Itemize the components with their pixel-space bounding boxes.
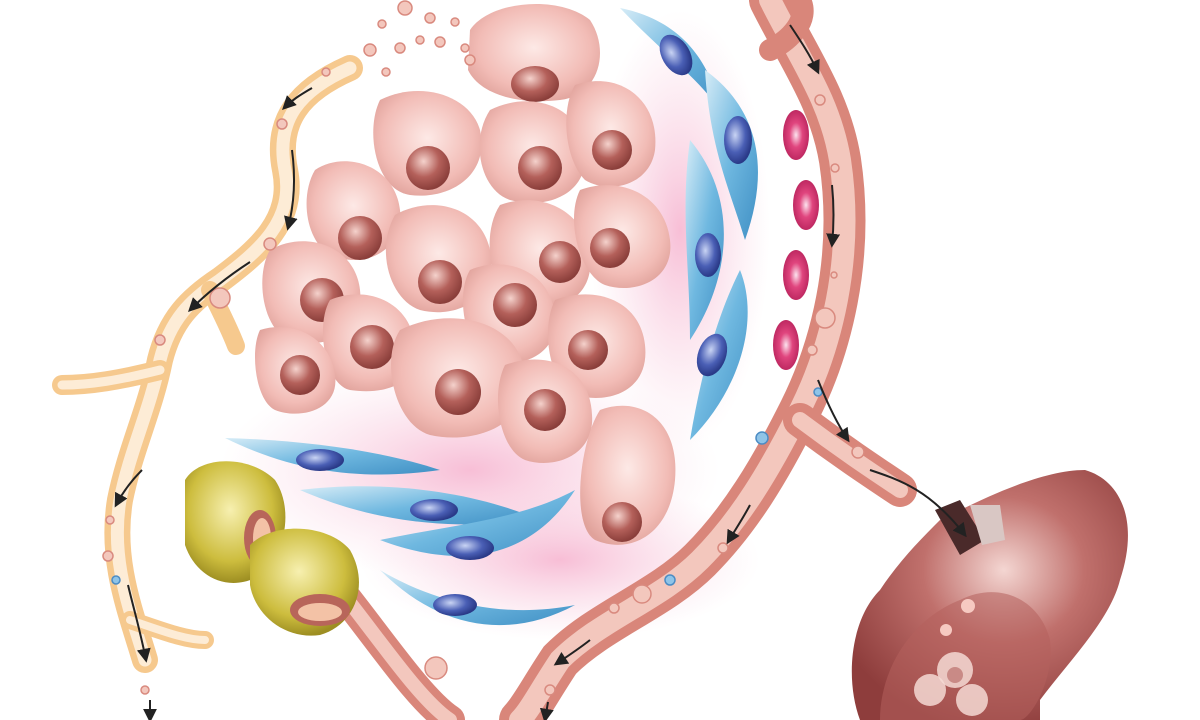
tumor-cell-cluster [255, 3, 676, 545]
blue-immune-cells [111, 387, 823, 586]
macrophages [185, 461, 359, 636]
tumor-cell [497, 359, 593, 463]
flow-arrow [726, 504, 751, 545]
fibroblast [380, 490, 575, 560]
flow-arrow [127, 584, 151, 663]
distant-organ [851, 470, 1128, 720]
fibroblast [685, 140, 724, 340]
fibroblast [300, 486, 540, 525]
tumor-cell [580, 405, 676, 545]
tumor-cell [306, 161, 401, 260]
tumor-cell [255, 327, 336, 414]
fibroblast [620, 8, 720, 110]
fibroblast [225, 438, 440, 475]
flow-arrow [789, 24, 820, 75]
flow-arrow [869, 469, 967, 538]
flow-arrow [282, 87, 313, 110]
lymphatic-vessel [52, 55, 363, 673]
tumor-cell [391, 318, 526, 438]
tumor-cell [479, 101, 586, 203]
tumor-cell [373, 91, 482, 196]
cancer-associated-fibroblasts [225, 8, 758, 626]
blood-vessel [325, 0, 917, 720]
fibroblast [380, 570, 575, 626]
tumor-cell [574, 185, 671, 288]
circulating-particles [102, 0, 865, 696]
flow-arrows [114, 24, 967, 720]
fibroblast [705, 70, 758, 240]
tumor-cell [566, 81, 656, 187]
flow-arrow [826, 184, 841, 248]
tumor-cell [468, 3, 600, 102]
red-blood-cells [773, 110, 819, 370]
flow-arrow [114, 469, 143, 508]
flow-arrow [539, 701, 554, 720]
flow-arrow [553, 639, 591, 666]
fibroblast [690, 270, 748, 440]
flow-arrow [817, 379, 850, 443]
flow-arrow [188, 261, 251, 312]
macrophage [250, 528, 359, 636]
flow-arrow [284, 149, 298, 231]
